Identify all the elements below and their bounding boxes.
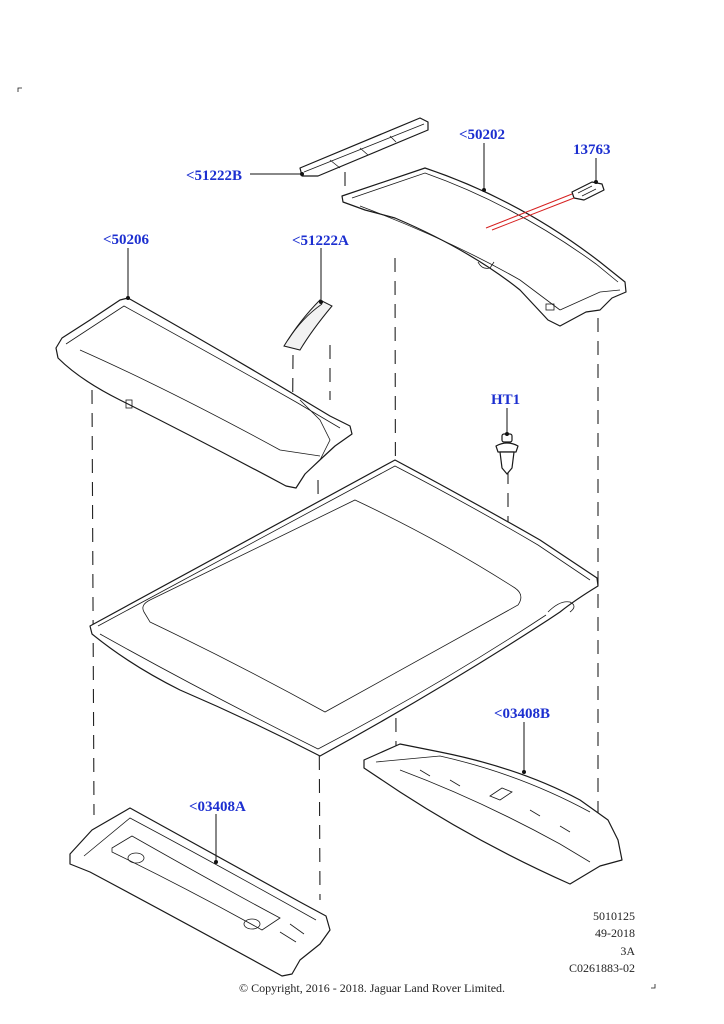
reference-line-2: 49-2018 [595, 926, 635, 941]
callout-51222b: <51222B [186, 168, 242, 184]
front-bow-icon [299, 117, 429, 177]
corner-mark-top-left [17, 87, 22, 92]
reference-block: 5010125 49-2018 3A C0261883-02 [540, 908, 635, 978]
bracket-icon [571, 181, 605, 201]
rear-lower-panel-icon [363, 743, 623, 885]
callout-ht1: HT1 [491, 392, 520, 408]
callout-13763: 13763 [573, 142, 611, 158]
rear-header-panel-icon [341, 167, 627, 327]
callout-03408b: <03408B [494, 706, 550, 722]
front-lower-panel-icon [69, 807, 331, 977]
corner-mark-bottom-right [651, 984, 656, 989]
rear-bow-icon [283, 299, 333, 351]
leader-lines [126, 143, 598, 864]
callout-51222a: <51222A [292, 233, 349, 249]
copyright-text: © Copyright, 2016 - 2018. Jaguar Land Ro… [238, 981, 506, 995]
clip-icon [495, 433, 519, 475]
callout-50206: <50206 [103, 232, 150, 248]
callout-50202: <50202 [459, 127, 505, 143]
bracket-red-lines [485, 193, 575, 231]
callout-labels: <50202 13763 <51222B <50206 <51222A HT1 … [103, 127, 611, 815]
reference-line-3: 3A [620, 943, 635, 958]
reference-line-1: 5010125 [593, 909, 635, 923]
reference-line-4: C0261883-02 [569, 961, 635, 976]
callout-03408a: <03408A [189, 799, 246, 815]
front-header-panel-icon [55, 297, 353, 489]
roof-panel-icon [89, 459, 599, 757]
